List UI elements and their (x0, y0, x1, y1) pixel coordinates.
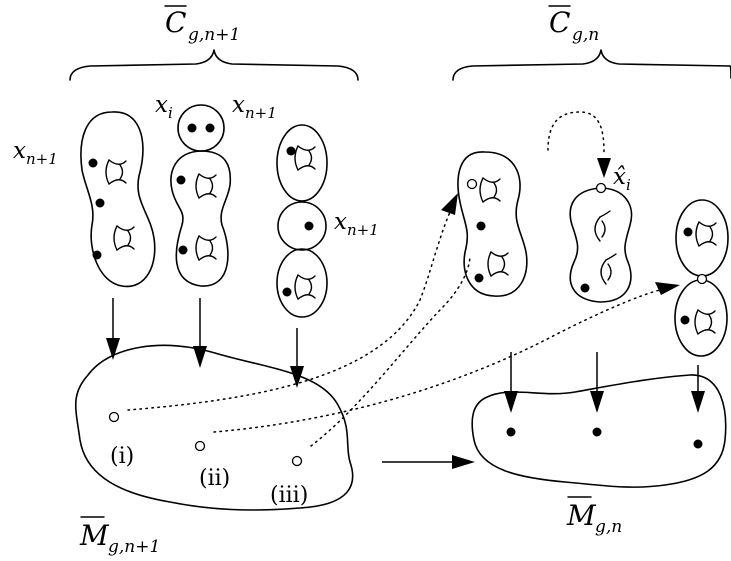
curve-r1-hole-bottom (487, 251, 509, 277)
brace-left (69, 49, 359, 81)
moduli-blob-left (74, 344, 354, 511)
arrow-left-3 (290, 328, 304, 388)
curve-r2-outline (569, 187, 633, 303)
label-top-left-main: C (165, 6, 186, 39)
label-x-left-main: x (13, 138, 26, 164)
curve-3-top-hole (294, 145, 316, 171)
label-top-right-main: C (549, 6, 570, 39)
label-x-left: x n+1 (13, 138, 58, 168)
curve-r1-hole-top (479, 177, 501, 203)
point-iii-marker (291, 455, 303, 467)
curve-2-bubble (177, 104, 225, 152)
label-point-ii: (ii) (199, 466, 230, 491)
arrow-forgetful-map (382, 455, 475, 469)
curve-r2 (569, 182, 633, 303)
label-bottom-left: M g,n+1 (79, 516, 160, 557)
curve-r3-top-hole (695, 221, 717, 247)
curve-r1-marked-point-2 (474, 273, 484, 283)
moduli-right-point-3 (693, 439, 703, 449)
label-x-top-right-sub: n+1 (245, 104, 277, 122)
curve-1-marked-point-2 (95, 198, 105, 208)
curve-2-hole-top (195, 173, 217, 199)
curve-3-middle (277, 201, 327, 251)
label-xhat: x̂ i (613, 164, 631, 194)
curve-r1-marked-point-1 (476, 221, 486, 231)
brace-right (452, 49, 731, 81)
curve-1-hole-top (105, 159, 127, 185)
arrow-right-2 (590, 352, 604, 413)
curve-3-top-point (286, 146, 296, 156)
label-x-mid-right: x n+1 (334, 209, 379, 239)
label-top-left-sub: g,n+1 (188, 25, 240, 45)
curve-2 (170, 104, 232, 287)
label-x-top-right-main: x (232, 92, 245, 118)
curve-3-top (276, 124, 328, 202)
label-top-left: C g,n+1 (164, 5, 240, 45)
label-x-i: x i (155, 92, 173, 122)
curve-1 (80, 111, 156, 288)
label-x-i-main: x (155, 92, 168, 118)
dotted-arrow-ii (213, 282, 680, 433)
curve-r3-bottom-point (680, 315, 690, 325)
label-x-top-right: x n+1 (232, 92, 277, 122)
dotted-arrow-i (127, 193, 458, 411)
moduli-right-point-1 (506, 427, 516, 437)
label-x-mid-right-main: x (334, 209, 347, 235)
curve-2-outline (170, 150, 232, 287)
label-bottom-right-sub: g,n (595, 517, 622, 537)
curve-1-marked-point-1 (88, 158, 98, 168)
curve-r3 (674, 199, 729, 357)
curve-r2-image-point (595, 182, 607, 194)
point-ii-marker (194, 440, 206, 452)
curve-r2-hole-bottom (600, 253, 617, 285)
curve-2-hole-bottom (195, 235, 217, 261)
curve-1-hole-bottom (113, 225, 135, 251)
dotted-arrow-iii (310, 254, 471, 447)
label-bottom-left-main: M (79, 519, 110, 552)
curve-1-outline (80, 111, 156, 288)
moduli-right-point-2 (592, 427, 602, 437)
curve-r3-top-point (683, 227, 693, 237)
label-xhat-sub: i (626, 176, 631, 194)
curve-3-bottom-point (282, 287, 292, 297)
curve-2-bubble-point-2 (205, 123, 215, 133)
label-point-i: (i) (110, 444, 134, 469)
curve-2-marked-point-2 (178, 245, 188, 255)
moduli-blob-right (471, 374, 727, 488)
dotted-arrow-i-upper (547, 111, 611, 178)
curve-r1-outline (457, 151, 528, 297)
curve-1-marked-point-3 (92, 250, 102, 260)
arrow-right-1 (504, 352, 518, 413)
curve-r3-top (675, 199, 729, 277)
arrow-left-1 (106, 298, 120, 360)
label-bottom-right: M g,n (566, 496, 622, 537)
curve-r2-hole-top (594, 210, 611, 242)
curve-3-bottom-hole (294, 274, 316, 300)
label-xhat-main: x̂ (613, 164, 626, 190)
label-top-right-sub: g,n (572, 25, 599, 45)
label-x-left-sub: n+1 (26, 150, 58, 168)
label-bottom-left-sub: g,n+1 (108, 537, 160, 557)
curve-r3-bottom-hole (694, 309, 716, 335)
curve-2-bubble-point-1 (187, 123, 197, 133)
curve-3-middle-point (304, 221, 314, 231)
point-i-marker (108, 411, 120, 423)
arrow-right-3 (691, 365, 705, 413)
curve-2-marked-point-1 (176, 175, 186, 185)
curve-r1-forgotten-point (466, 178, 478, 190)
curve-r2-marked-point (580, 283, 590, 293)
arrow-left-2 (193, 298, 207, 368)
curve-3 (276, 124, 328, 318)
label-point-iii: (iii) (270, 483, 308, 508)
curve-r1 (457, 151, 528, 297)
curve-r3-node-point (696, 273, 708, 285)
label-x-i-sub: i (168, 104, 173, 122)
label-top-right: C g,n (548, 5, 599, 45)
label-bottom-right-main: M (566, 499, 597, 532)
curve-3-bottom (276, 248, 328, 318)
label-x-mid-right-sub: n+1 (347, 221, 379, 239)
